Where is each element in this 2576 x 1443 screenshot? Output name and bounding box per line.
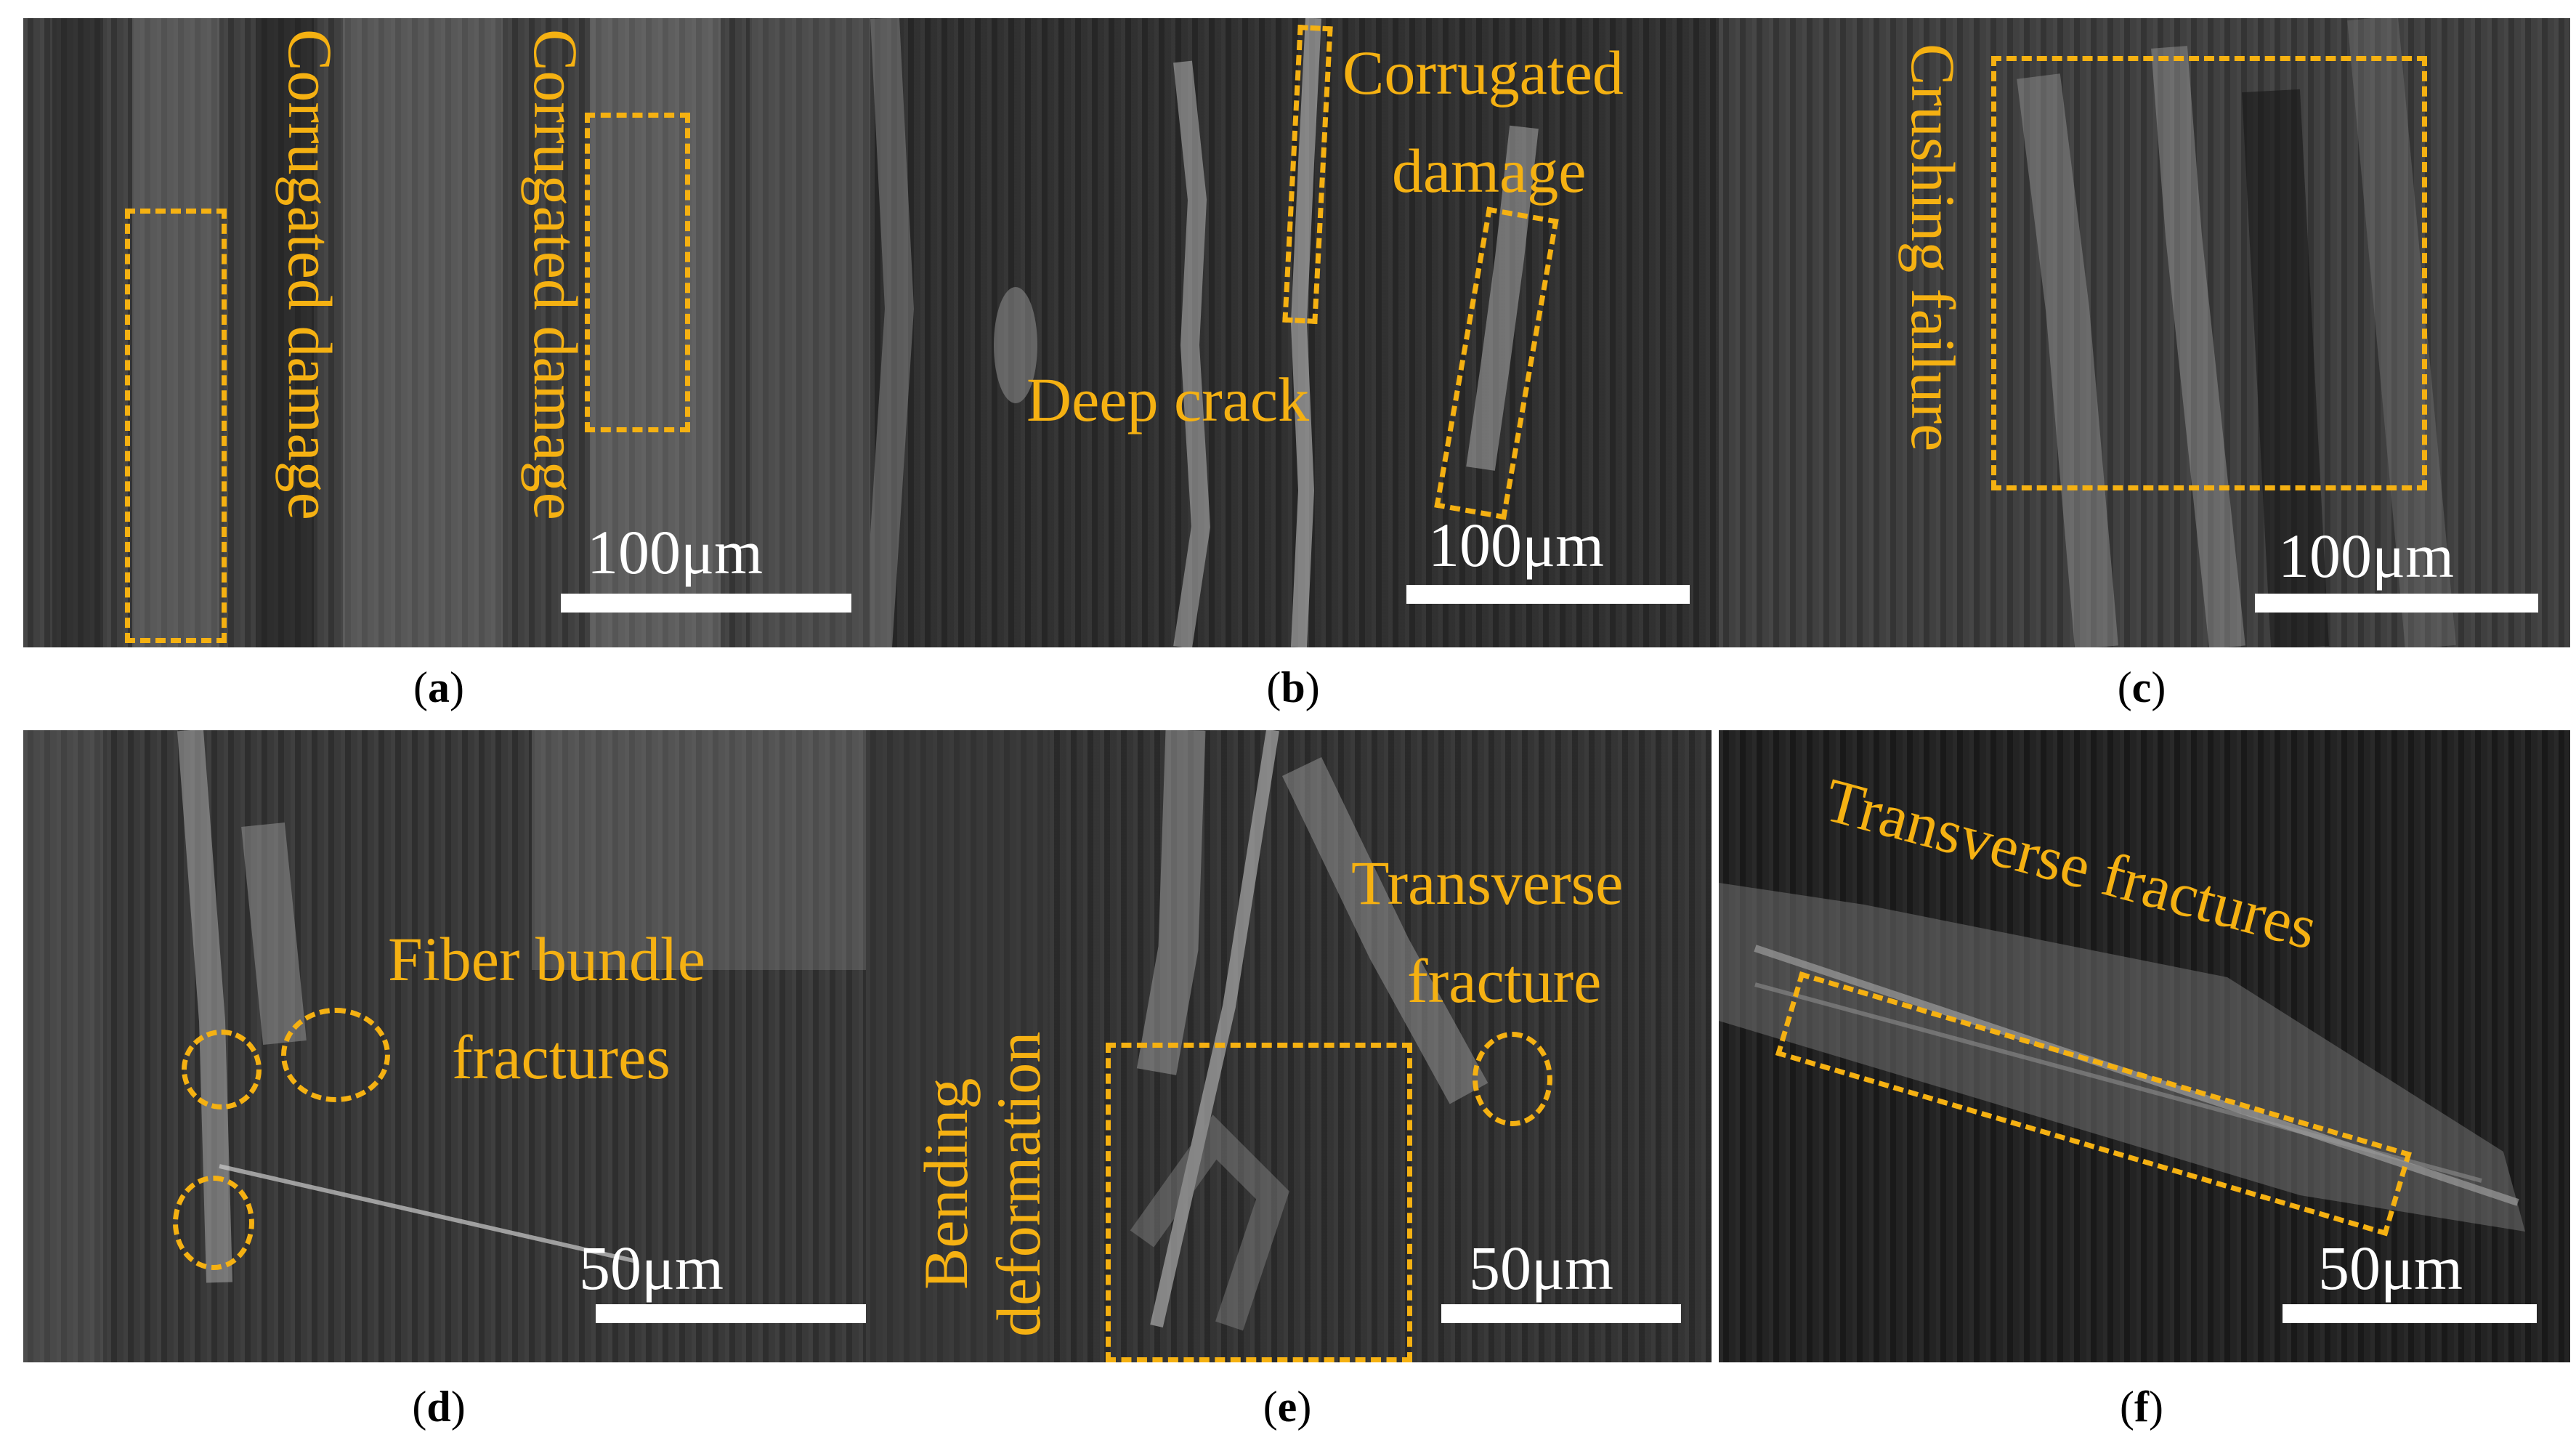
annotation-a1: Corrugated damage — [275, 29, 345, 520]
annotation-d1: Fiber bundle — [388, 924, 706, 994]
annotation-e4: deformation — [984, 1031, 1053, 1337]
caption-b: (b) — [1266, 663, 1320, 711]
scale-label-d: 50μm — [579, 1233, 724, 1303]
dashed-box-b1 — [1282, 25, 1333, 324]
sem-image-d: Fiber bundle fractures 50μm — [23, 730, 866, 1362]
annotation-c: Crushing failure — [1898, 44, 1968, 452]
caption-a: (a) — [413, 663, 464, 711]
annotation-b3: Deep crack — [1026, 365, 1310, 434]
scale-label-b: 100μm — [1428, 510, 1605, 580]
scale-label-c: 100μm — [2278, 521, 2455, 591]
annotation-a2: Corrugated damage — [521, 29, 591, 520]
sem-image-e: Transverse fracture Bending deformation … — [866, 730, 1712, 1362]
sem-image-f: Transverse fractures 50μm — [1719, 730, 2570, 1362]
annotation-e3: Bending — [911, 1078, 981, 1290]
annotation-b1: Corrugated — [1342, 38, 1624, 108]
caption-f: (f) — [2120, 1383, 2163, 1431]
sem-texture-d — [23, 730, 866, 1362]
scale-label-f: 50μm — [2318, 1233, 2463, 1303]
annotation-f: Transverse fractures — [1817, 764, 2325, 963]
annotation-e2: fracture — [1407, 946, 1602, 1016]
dashed-circle-d1 — [182, 1030, 262, 1109]
sem-image-a: Corrugated damage Corrugated damage 100μ… — [23, 18, 875, 647]
scale-bar-a — [561, 594, 851, 613]
scale-bar-d — [596, 1304, 866, 1323]
caption-e: (e) — [1263, 1383, 1312, 1431]
caption-d: (d) — [412, 1383, 466, 1431]
dashed-box-c — [1991, 56, 2427, 490]
annotation-b2: damage — [1392, 136, 1587, 206]
dashed-box-a1 — [125, 209, 227, 643]
dashed-circle-d2 — [281, 1008, 390, 1102]
dashed-box-f — [1775, 971, 2412, 1237]
annotation-d2: fractures — [452, 1022, 671, 1092]
dashed-circle-d3 — [173, 1176, 254, 1270]
scale-label-a: 100μm — [587, 517, 764, 587]
dashed-circle-e — [1473, 1032, 1552, 1126]
caption-c: (c) — [2117, 663, 2166, 711]
scale-label-e: 50μm — [1469, 1233, 1614, 1303]
dashed-box-a2 — [585, 113, 690, 432]
dashed-box-e — [1106, 1043, 1412, 1362]
scale-bar-b — [1406, 585, 1690, 604]
sem-image-b: Corrugated damage Deep crack 100μm — [870, 18, 1719, 647]
scale-bar-f — [2283, 1304, 2537, 1323]
sem-image-c: Crushing failure 100μm — [1719, 18, 2570, 647]
dashed-box-b2 — [1434, 206, 1559, 520]
scale-bar-e — [1441, 1304, 1681, 1323]
scale-bar-c — [2255, 594, 2538, 613]
annotation-e1: Transverse — [1351, 848, 1624, 918]
